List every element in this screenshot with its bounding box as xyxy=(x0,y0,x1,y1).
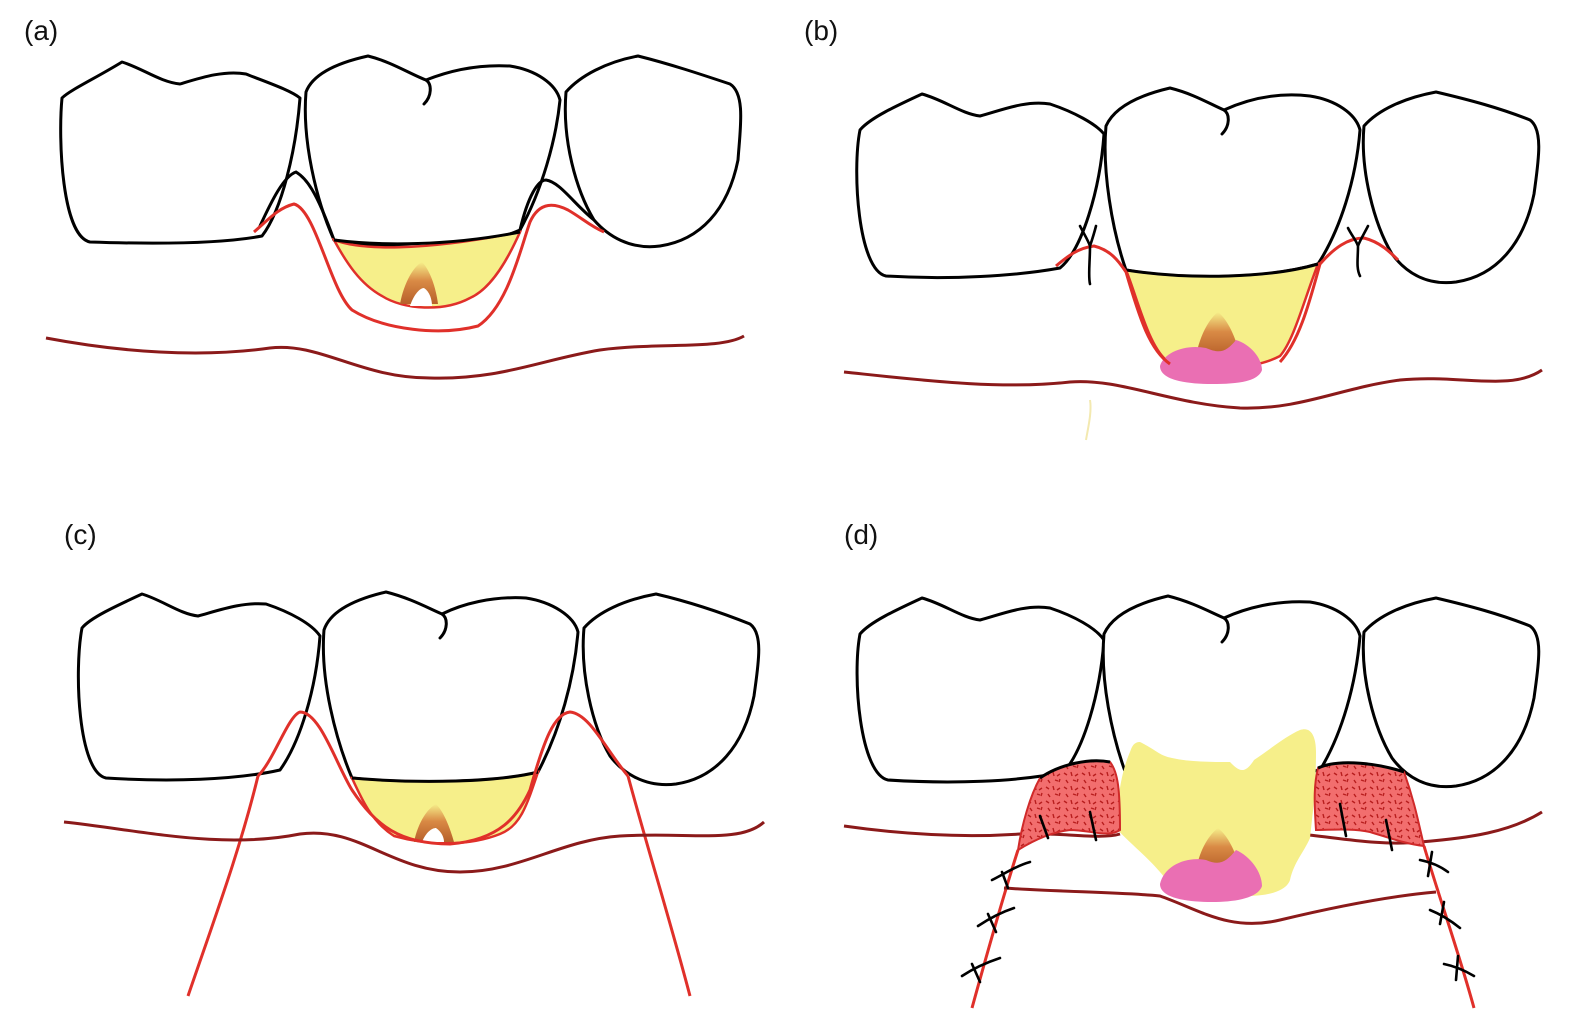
flap-margin-right-d xyxy=(1424,846,1474,1008)
tooth-left-b xyxy=(857,94,1104,278)
mucogingival-line-a xyxy=(46,336,744,378)
faint-mark-b xyxy=(1086,400,1091,440)
panel-label-b: (b) xyxy=(804,15,838,46)
vertical-incision-right-c xyxy=(628,776,690,996)
vertical-incision-left-c xyxy=(188,776,258,996)
tooth-left-c xyxy=(78,594,320,780)
panel-label-a: (a) xyxy=(24,15,58,46)
panel-a: (a) xyxy=(24,15,744,378)
panel-b: (b) xyxy=(804,15,1542,440)
panel-c: (c) xyxy=(64,519,764,996)
panel-label-c: (c) xyxy=(64,519,97,550)
tooth-right-d xyxy=(1363,598,1538,787)
panel-label-d: (d) xyxy=(844,519,878,550)
tooth-left-d xyxy=(857,598,1104,782)
tooth-center-b xyxy=(1105,88,1360,277)
suture-right-b xyxy=(1348,226,1368,276)
tooth-right-c xyxy=(583,594,759,785)
panel-d: (d) xyxy=(844,519,1542,1008)
